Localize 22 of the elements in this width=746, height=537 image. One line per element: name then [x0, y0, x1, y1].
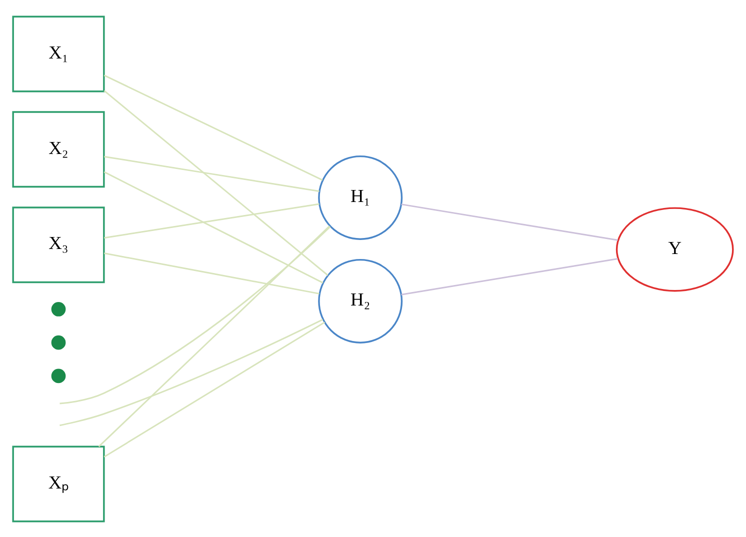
connector: [104, 170, 324, 283]
connector: [104, 202, 320, 238]
node-circle: [51, 334, 66, 350]
connector: [104, 252, 320, 294]
connector: [401, 258, 618, 295]
connector: [104, 74, 323, 180]
connector: [60, 226, 331, 404]
node-box: X₃: [12, 206, 105, 283]
connector: [60, 318, 324, 426]
connector: [104, 155, 320, 192]
node-circle: H₂: [318, 258, 403, 343]
node-ellipse: Y: [616, 206, 734, 292]
connector: [104, 321, 326, 457]
connector: [401, 203, 618, 240]
node-circle: H₁: [318, 154, 403, 240]
connector: [104, 90, 328, 276]
node-circle: [51, 302, 66, 316]
node-box: Xₚ: [12, 445, 105, 522]
node-circle: [51, 368, 66, 383]
node-box: X₂: [12, 110, 105, 188]
node-box: X₁: [12, 15, 105, 92]
connector: [98, 225, 330, 447]
